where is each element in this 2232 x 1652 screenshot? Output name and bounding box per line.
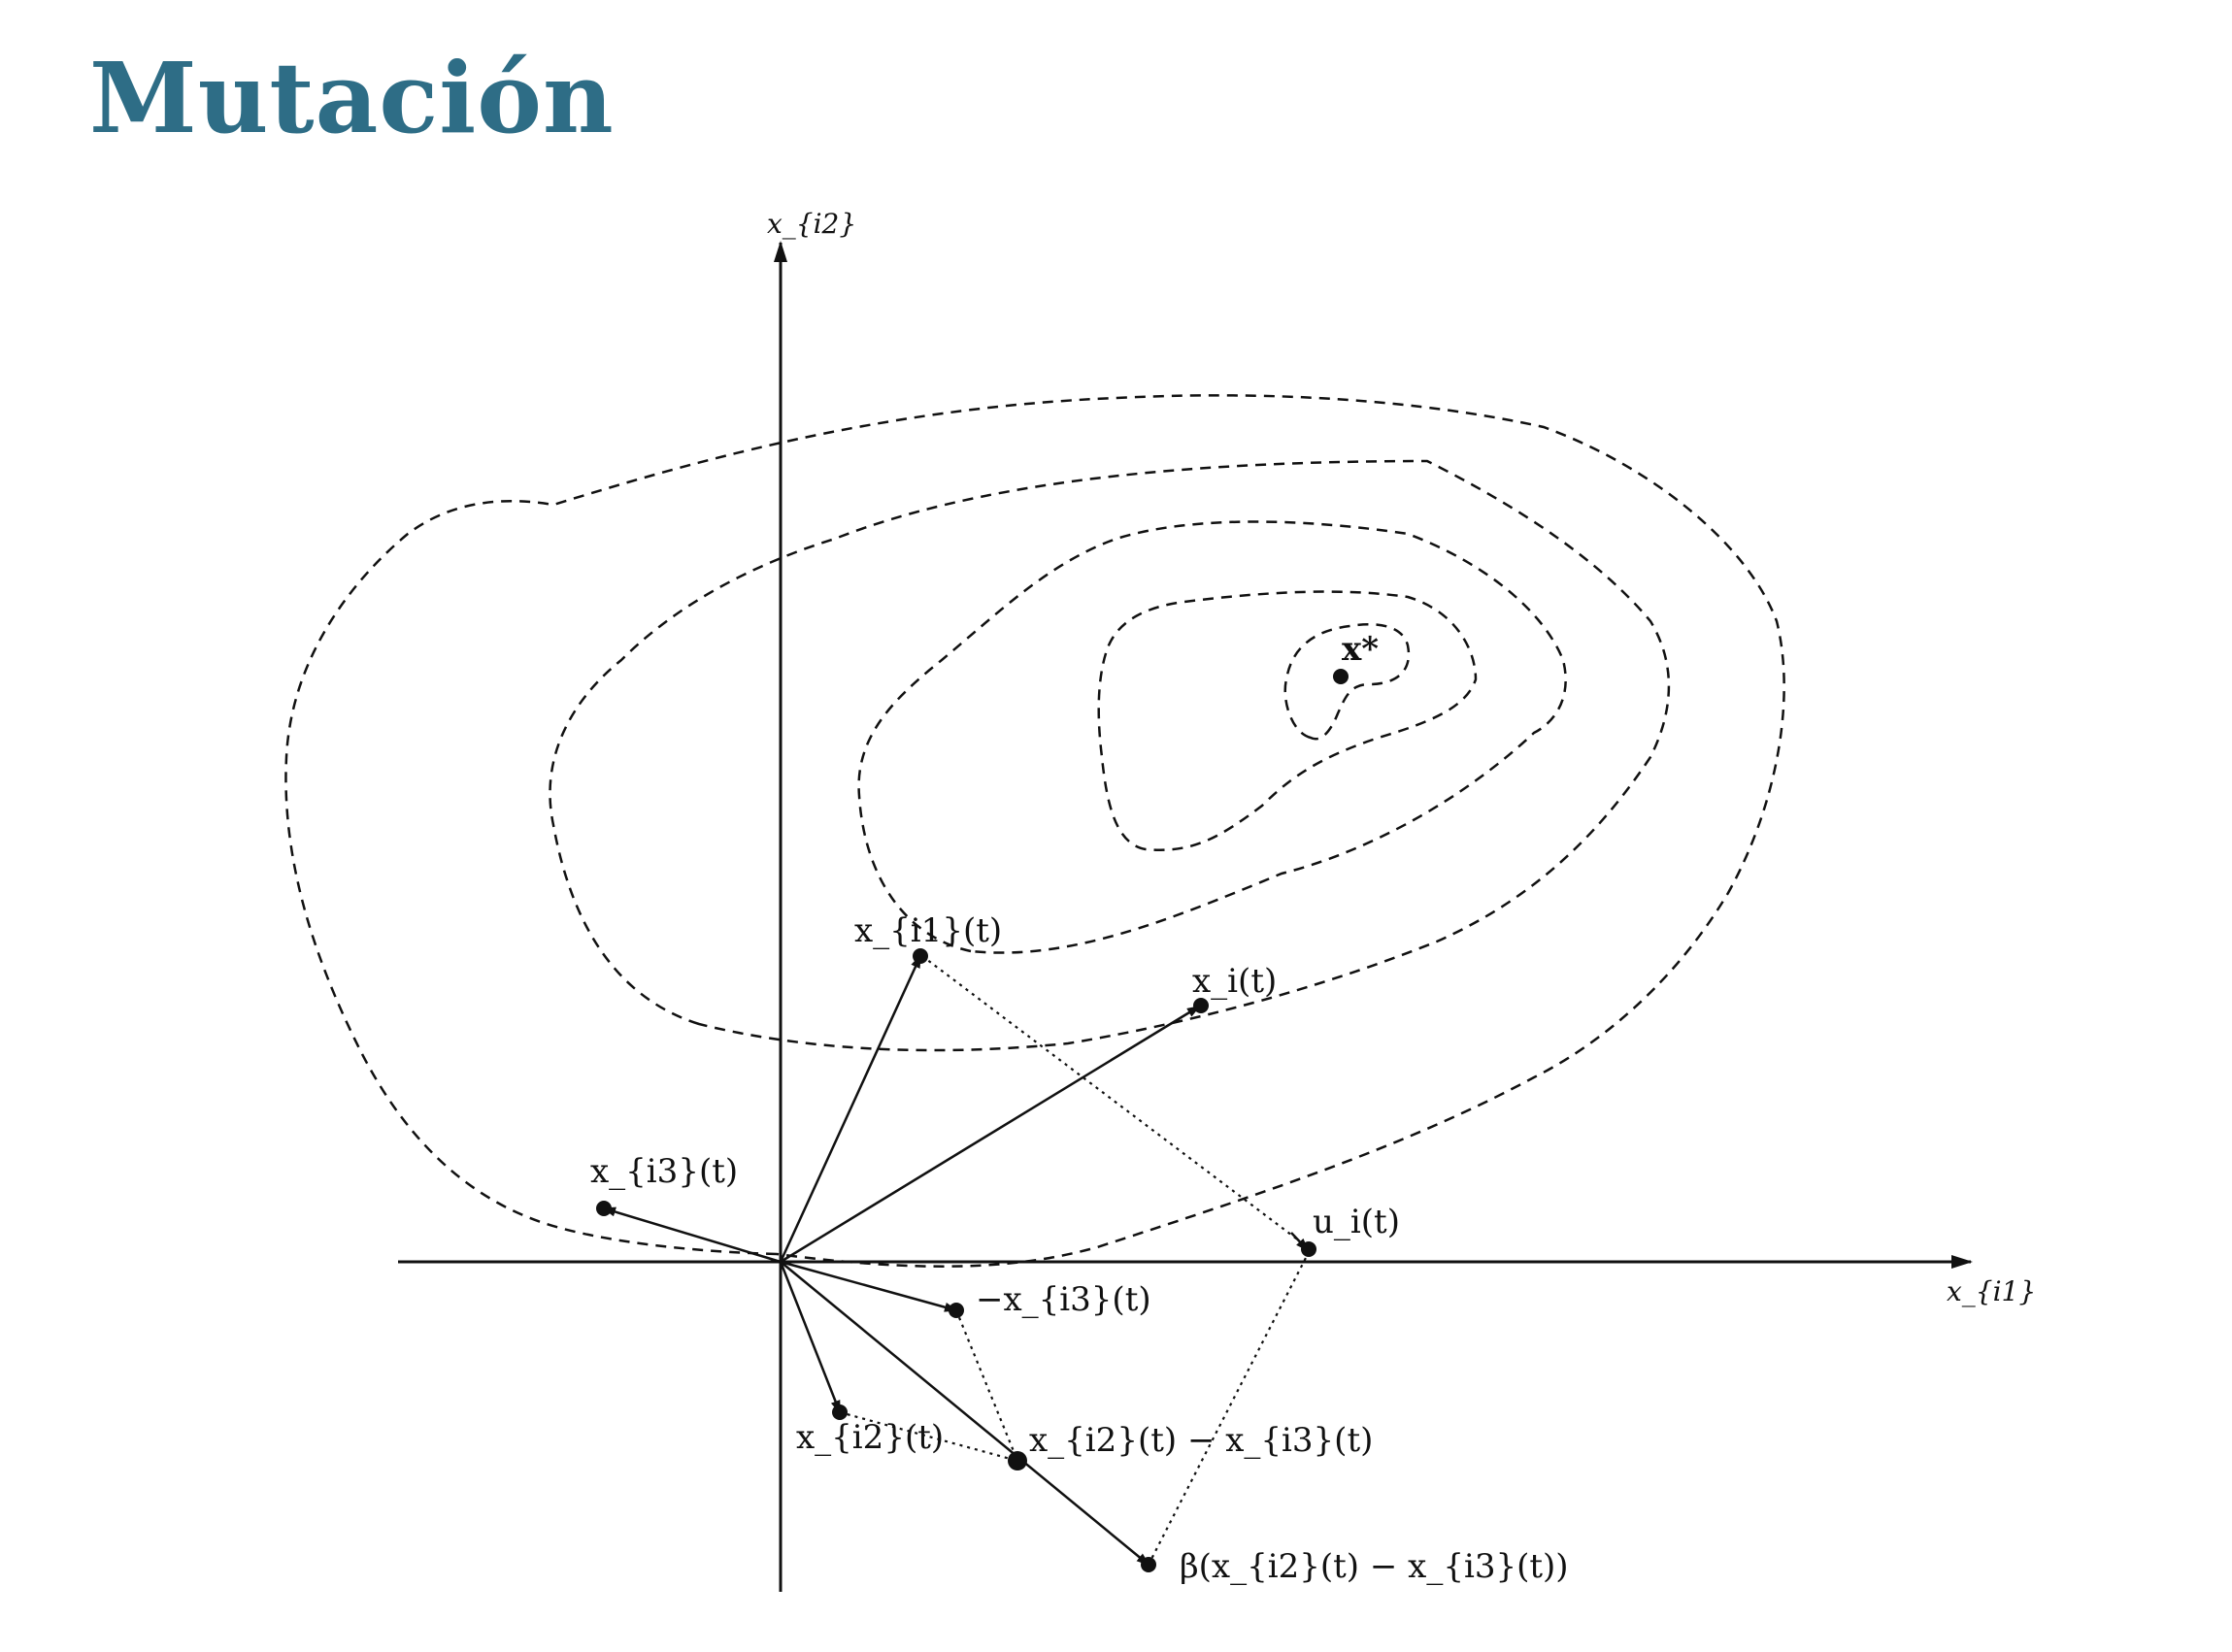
label-xi1: x_{i1}(t)	[854, 911, 1002, 950]
point-diff	[1008, 1451, 1027, 1470]
vector-xi2	[779, 1261, 842, 1414]
vector-neg-xi3	[780, 1260, 958, 1312]
point-xi	[1193, 998, 1209, 1013]
contour-ring-4	[1097, 590, 1478, 851]
label-xi: x_i(t)	[1192, 962, 1277, 1001]
axes: x_{i1} x_{i2}	[398, 208, 2036, 1592]
contour-outer	[284, 394, 1785, 1268]
points	[596, 669, 1349, 1572]
point-neg-xi3	[949, 1303, 964, 1318]
label-xi3: x_{i3}(t)	[590, 1152, 738, 1191]
y-axis-label: x_{i2}	[767, 208, 856, 240]
point-labels: x* x_{i1}(t) x_i(t) x_{i3}(t) u_i(t) −x_…	[590, 630, 1569, 1586]
label-optimum: x*	[1342, 630, 1379, 669]
vector-xi	[780, 1005, 1201, 1264]
point-ui	[1301, 1241, 1316, 1257]
contour-lines	[284, 394, 1785, 1268]
construction-lines	[839, 955, 1309, 1566]
label-ui: u_i(t)	[1313, 1203, 1400, 1241]
vector-xi3	[602, 1206, 782, 1264]
contour-inner	[1283, 622, 1411, 741]
point-beta-diff	[1141, 1557, 1156, 1572]
point-xi3	[596, 1201, 612, 1216]
contour-ring-2	[549, 459, 1671, 1052]
dotted-neg-xi3-to-diff	[954, 1309, 1019, 1462]
vectors	[602, 954, 1310, 1567]
contour-ring-3	[857, 520, 1567, 954]
label-diff: x_{i2}(t) − x_{i3}(t)	[1029, 1421, 1373, 1460]
label-beta-diff: β(x_{i2}(t) − x_{i3}(t))	[1180, 1547, 1569, 1586]
vector-beta-diff	[780, 1261, 1150, 1567]
x-axis-label: x_{i1}	[1947, 1275, 2036, 1307]
dotted-xi1-to-ui	[921, 955, 1309, 1248]
label-xi2: x_{i2}(t)	[796, 1418, 944, 1457]
point-xi2	[832, 1404, 848, 1420]
slide-title: Mutación	[89, 41, 615, 155]
dotted-beta-to-ui	[1148, 1253, 1309, 1566]
point-xi1	[913, 948, 928, 964]
vector-xi1	[779, 954, 922, 1263]
label-neg-xi3: −x_{i3}(t)	[976, 1280, 1151, 1319]
point-optimum	[1333, 669, 1349, 684]
